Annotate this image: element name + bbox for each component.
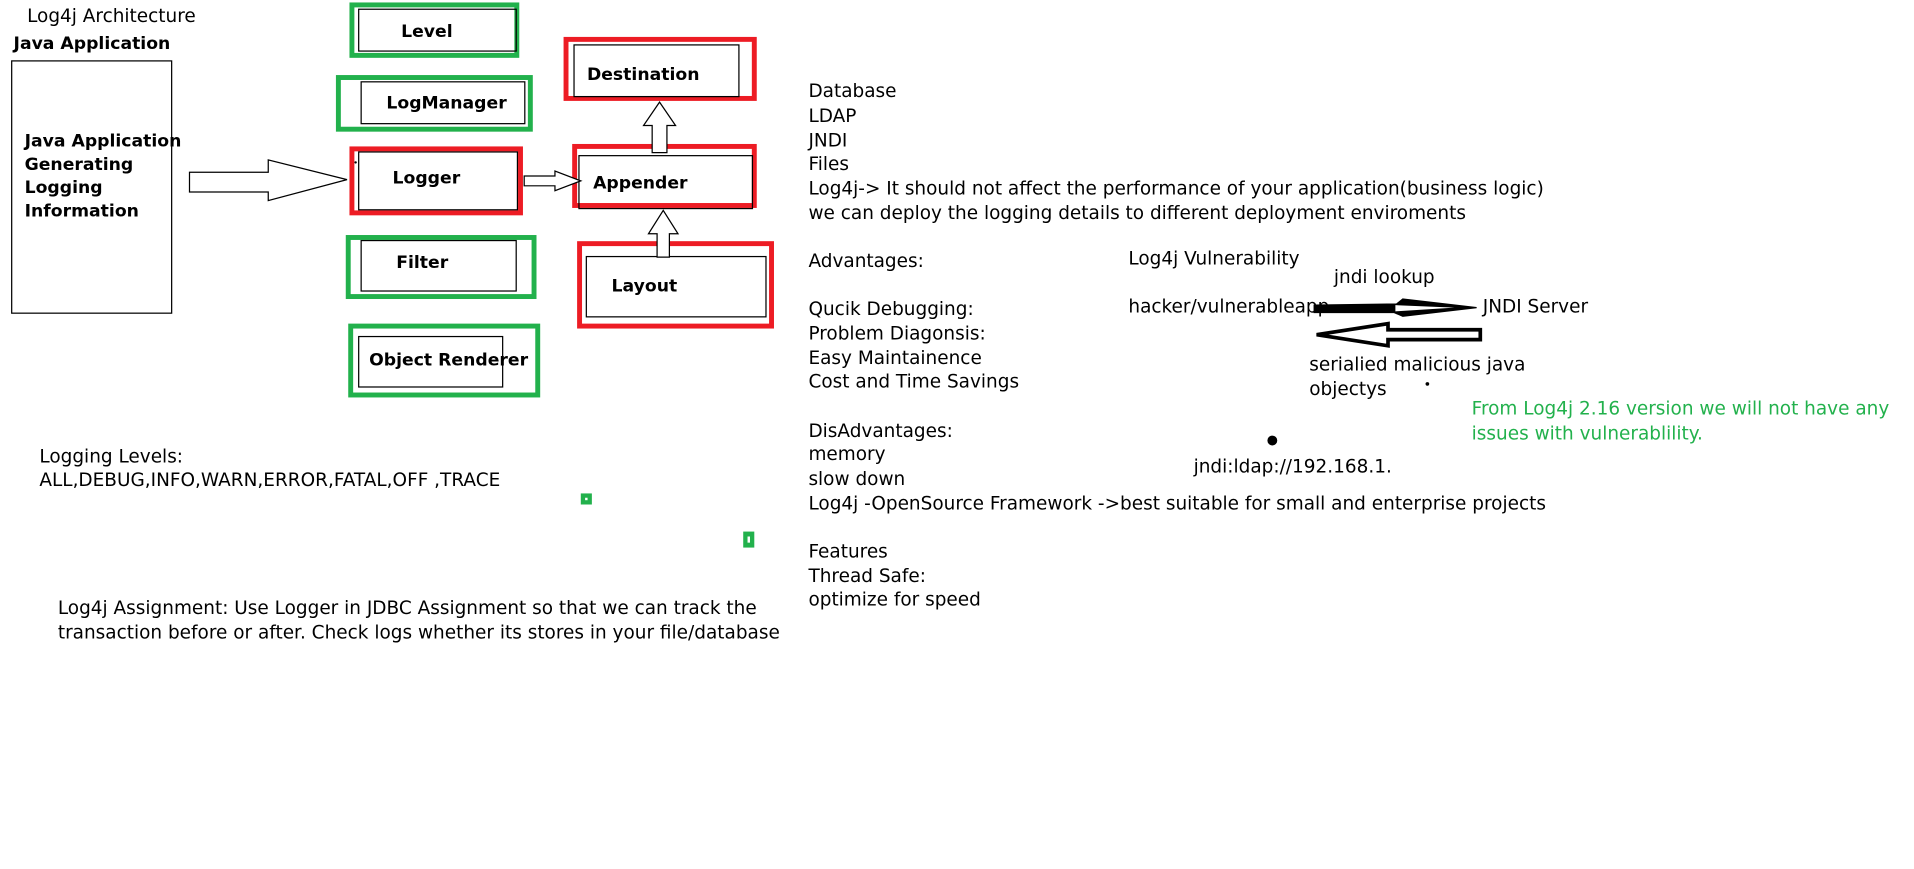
disadvantage-item-1: memory (808, 442, 886, 466)
destination-database: Database (808, 79, 897, 103)
logging-levels-heading: Logging Levels: (39, 445, 184, 468)
arrow-appender-to-destination (642, 101, 677, 154)
jndi-lookup-label: jndi lookup (1333, 265, 1435, 288)
filter-frame (345, 235, 537, 300)
jndi-ldap-url: jndi:ldap://192.168.1. (1193, 455, 1392, 478)
logmanager-frame (335, 75, 533, 132)
dot-mark-1 (1425, 382, 1430, 386)
java-application-heading: Java Application (13, 34, 171, 55)
java-application-box: Java Application Generating Logging Info… (11, 60, 181, 314)
logger-box (358, 151, 519, 211)
filter-box (360, 239, 517, 292)
filter-label: Filter (396, 253, 449, 274)
serialized-line-2: objectys (1309, 377, 1387, 400)
note-performance: Log4j-> It should not affect the perform… (808, 177, 1544, 200)
arrow-logger-to-appender (523, 170, 583, 192)
destination-jndi: JNDI (808, 129, 848, 152)
level-label: Level (401, 22, 453, 42)
destination-files: Files (808, 152, 849, 175)
java-app-line-1: Java Application (24, 131, 182, 152)
arrow-jndi-to-hacker (1316, 321, 1483, 348)
feature-item-2: optimize for speed (808, 588, 981, 611)
logger-label: Logger (392, 168, 461, 189)
disadvantages-heading: DisAdvantages: (808, 419, 953, 442)
advantage-item-3: Easy Maintainence (808, 347, 982, 370)
green-mark-1-inner (585, 497, 588, 501)
object-renderer-frame (348, 323, 541, 398)
advantage-item-1: Qucik Debugging: (808, 297, 974, 320)
advantage-item-2: Problem Diagonsis: (808, 322, 986, 345)
assignment-line-1: Log4j Assignment: Use Logger in JDBC Ass… (57, 596, 757, 619)
layout-label: Layout (611, 276, 678, 297)
disadvantage-item-2: slow down (808, 467, 906, 490)
java-app-line-2: Generating (24, 155, 134, 175)
destination-box (573, 44, 740, 98)
destination-label: Destination (586, 65, 700, 85)
feature-item-1: Thread Safe: (808, 564, 926, 587)
jndi-server-label: JNDI Server (1482, 295, 1589, 318)
fix-note-line-2: issues with vulnerablility. (1471, 422, 1703, 445)
diagram-title: Log4j Architecture (27, 4, 196, 28)
object-renderer-label: Object Renderer (369, 350, 529, 371)
dot-mark-2 (1267, 435, 1278, 446)
green-mark-2-inner (747, 536, 750, 543)
vulnerability-heading: Log4j Vulnerability (1128, 247, 1300, 270)
layout-frame (577, 241, 774, 329)
features-heading: Features (808, 540, 888, 563)
java-app-line-4: Information (24, 201, 139, 222)
diagram-arrows (188, 101, 1483, 548)
hacker-label: hacker/vulnerableapp (1128, 295, 1330, 318)
appender-label: Appender (593, 173, 688, 194)
logger-frame (349, 146, 523, 216)
arrow-java-to-logger (188, 159, 348, 202)
logging-levels-list: ALL,DEBUG,INFO,WARN,ERROR,FATAL,OFF ,TRA… (39, 468, 501, 491)
java-app-line-3: Logging (24, 178, 103, 199)
disadvantage-item-3: Log4j -OpenSource Framework ->best suita… (808, 492, 1546, 515)
level-box (358, 8, 517, 52)
destination-frame (563, 36, 757, 101)
dot-mark-3 (354, 161, 357, 164)
assignment-line-2: transaction before or after. Check logs … (57, 621, 780, 644)
note-deployment: we can deploy the logging details to dif… (808, 201, 1466, 224)
advantage-item-4: Cost and Time Savings (808, 370, 1020, 393)
arrow-hacker-to-jndi-inner (1395, 305, 1455, 312)
object-renderer-box (358, 335, 504, 388)
logmanager-label: LogManager (386, 93, 507, 114)
fix-note-line-1: From Log4j 2.16 version we will not have… (1471, 397, 1890, 420)
destination-ldap: LDAP (808, 104, 857, 127)
logmanager-box (360, 81, 526, 125)
layout-box (585, 255, 767, 318)
advantages-heading: Advantages: (808, 249, 924, 272)
arrow-layout-to-appender (647, 209, 680, 258)
serialized-line-1: serialied malicious java (1309, 353, 1526, 376)
